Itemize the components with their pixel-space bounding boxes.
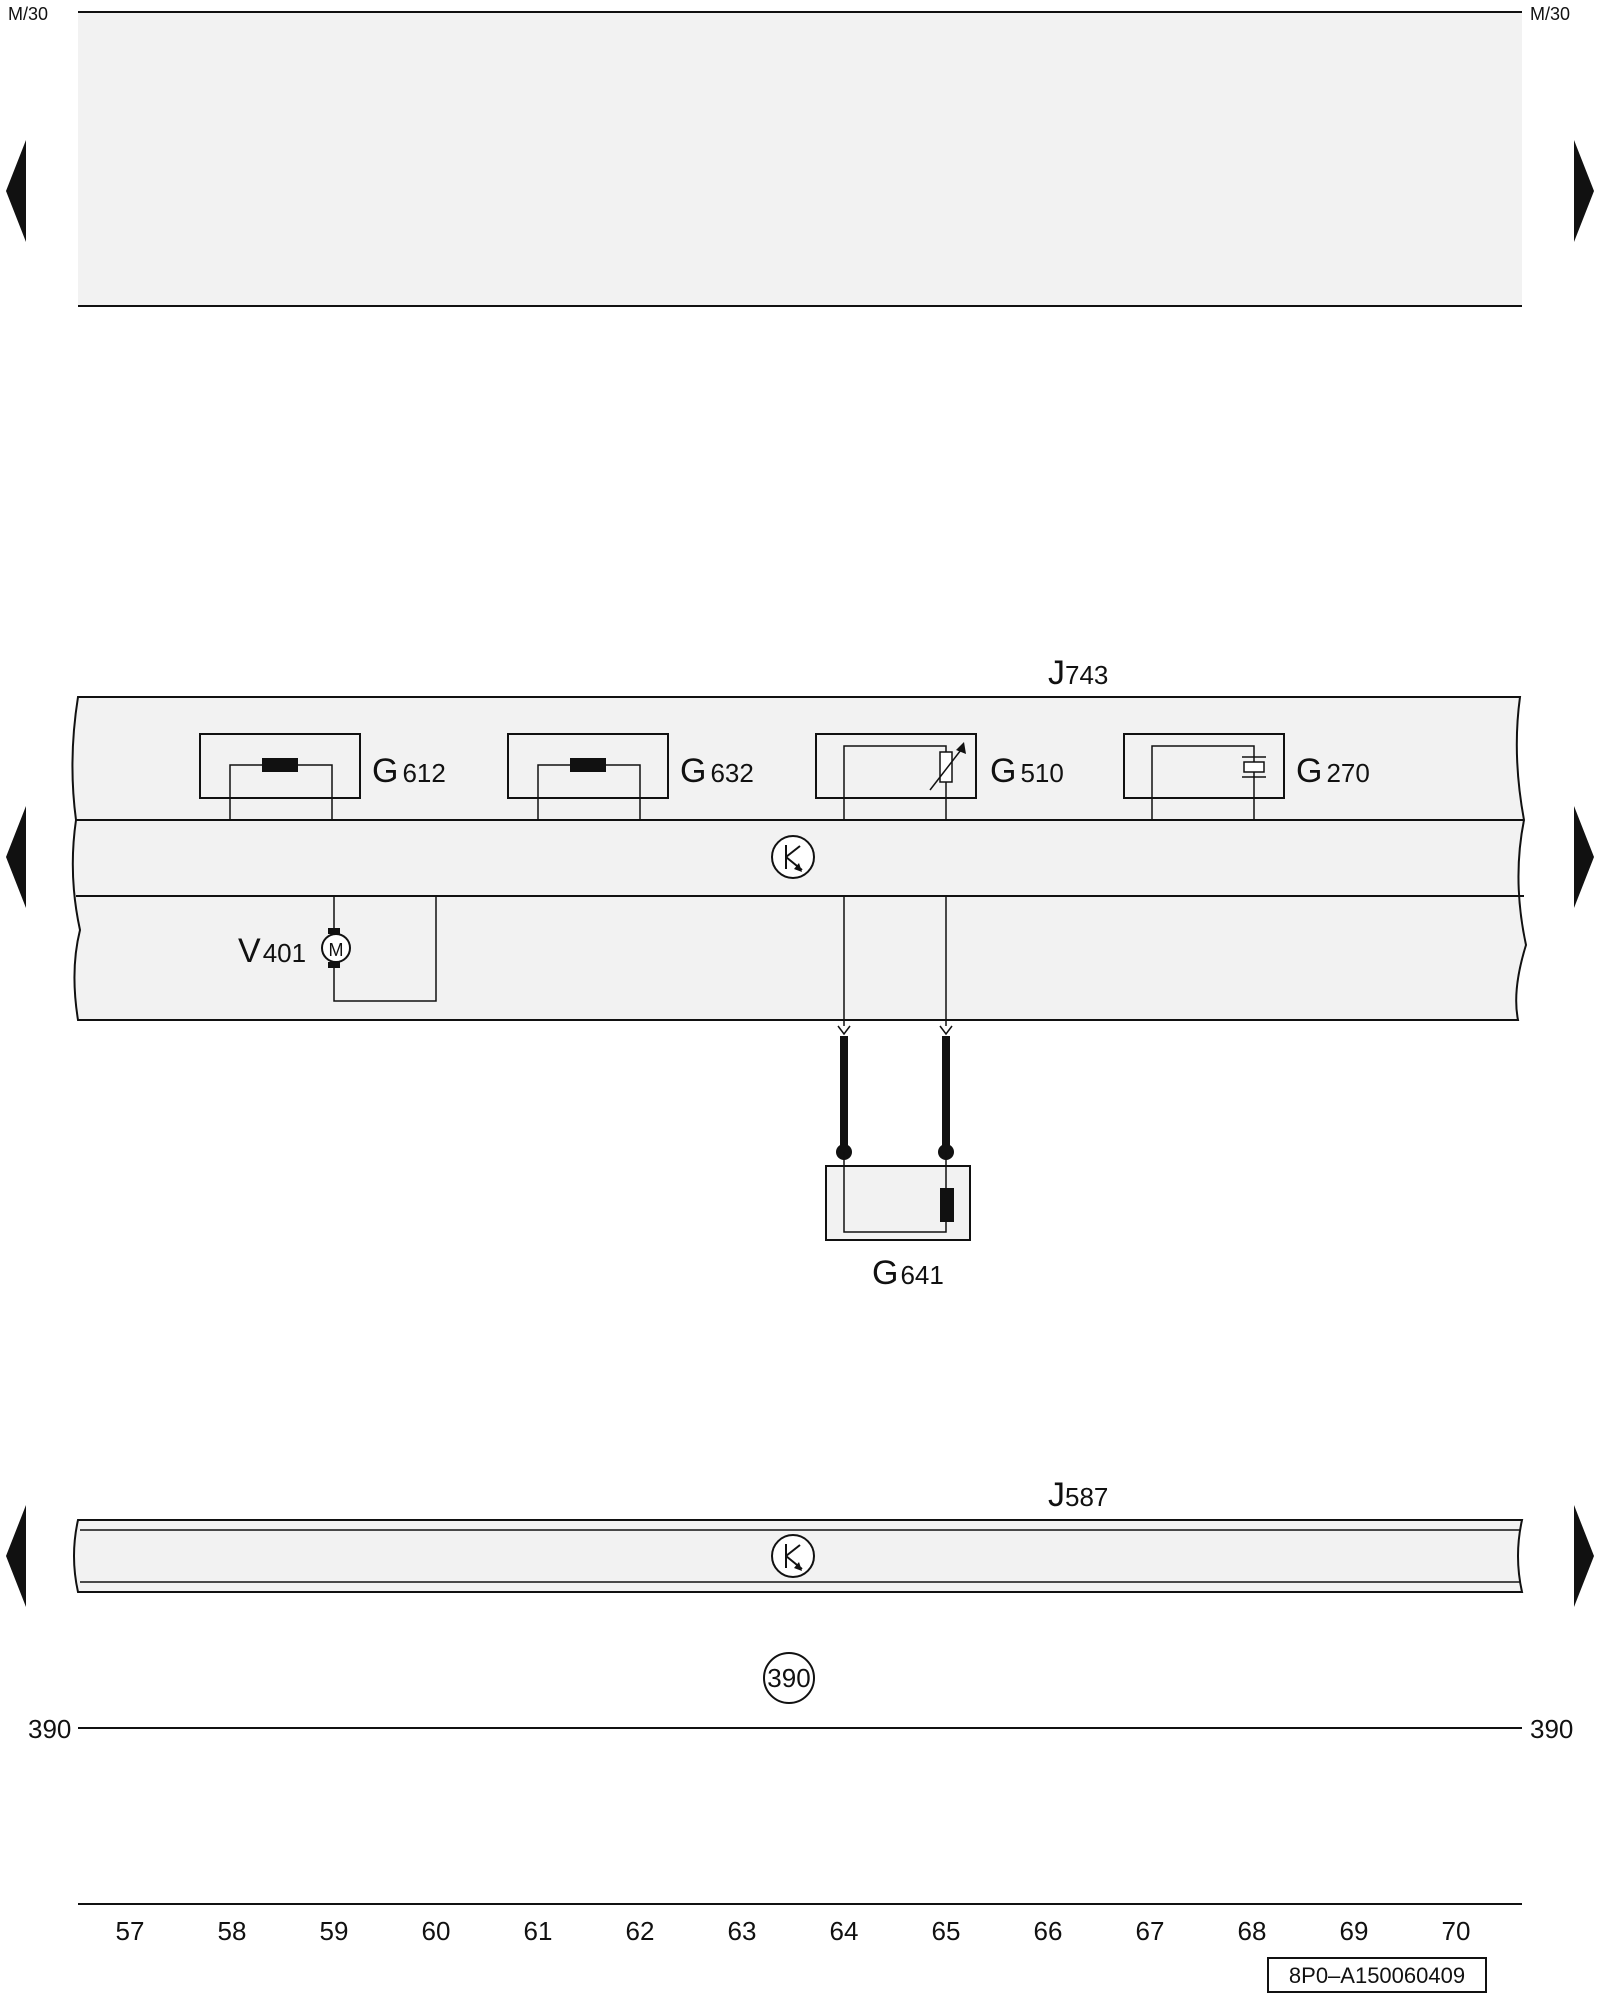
grid-number: 60 xyxy=(422,1916,451,1946)
top-rail-m30: M/30 M/30 xyxy=(8,4,1570,307)
grid-number: 69 xyxy=(1340,1916,1369,1946)
page-next-arrow-lower[interactable] xyxy=(1574,1505,1594,1607)
top-rail-right-label: M/30 xyxy=(1530,4,1570,24)
grid-numbers: 57 58 59 60 61 62 63 64 65 66 67 68 69 70 xyxy=(116,1916,1471,1946)
page-next-arrow-middle[interactable] xyxy=(1574,806,1594,908)
component-g641[interactable]: G641 xyxy=(825,1152,971,1292)
motor-icon xyxy=(321,933,351,963)
ground-point-label: 390 xyxy=(767,1663,810,1693)
page-next-arrow-top[interactable] xyxy=(1574,140,1594,242)
component-v401[interactable]: M V401 xyxy=(238,896,437,1002)
resistor-icon xyxy=(262,758,298,772)
ground-rail-390: 390 390 390 xyxy=(28,1652,1573,1744)
page-prev-arrow-middle[interactable] xyxy=(6,806,26,908)
variable-resistor-icon xyxy=(929,742,966,791)
grid-number: 67 xyxy=(1136,1916,1165,1946)
grid-number: 66 xyxy=(1034,1916,1063,1946)
reference-code-box: 8P0–A150060409 xyxy=(1267,1957,1487,1993)
module-j587-label: J587 xyxy=(1048,1476,1108,1514)
grid-number: 58 xyxy=(218,1916,247,1946)
component-g641-label: G641 xyxy=(872,1254,944,1292)
motor-symbol-label: M xyxy=(329,940,344,960)
ground-rail-left-label: 390 xyxy=(28,1714,71,1744)
pressure-sensor-icon xyxy=(1242,756,1266,778)
grid-number: 65 xyxy=(932,1916,961,1946)
grid-number: 57 xyxy=(116,1916,145,1946)
wires-to-g641 xyxy=(836,1036,954,1160)
grid-number: 70 xyxy=(1442,1916,1471,1946)
resistor-icon xyxy=(940,1188,954,1222)
grid-axis: 57 58 59 60 61 62 63 64 65 66 67 68 69 70 xyxy=(78,1903,1522,1946)
module-j587: J587 xyxy=(73,1476,1524,1593)
ground-rail-right-label: 390 xyxy=(1530,1714,1573,1744)
grid-number: 61 xyxy=(524,1916,553,1946)
grid-number: 59 xyxy=(320,1916,349,1946)
page-prev-arrow-top[interactable] xyxy=(6,140,26,242)
transistor-icon xyxy=(771,835,815,879)
reference-code: 8P0–A150060409 xyxy=(1289,1963,1465,1988)
page-prev-arrow-lower[interactable] xyxy=(6,1505,26,1607)
grid-number: 68 xyxy=(1238,1916,1267,1946)
connector-pins-j743 xyxy=(837,1025,953,1036)
module-j743-label: J743 xyxy=(1048,654,1108,692)
top-rail-left-label: M/30 xyxy=(8,4,48,24)
ground-point-marker xyxy=(763,1652,815,1704)
transistor-icon xyxy=(771,1534,815,1578)
grid-number: 63 xyxy=(728,1916,757,1946)
grid-number: 62 xyxy=(626,1916,655,1946)
component-v401-label: V401 xyxy=(238,932,306,970)
resistor-icon xyxy=(570,758,606,772)
grid-number: 64 xyxy=(830,1916,859,1946)
